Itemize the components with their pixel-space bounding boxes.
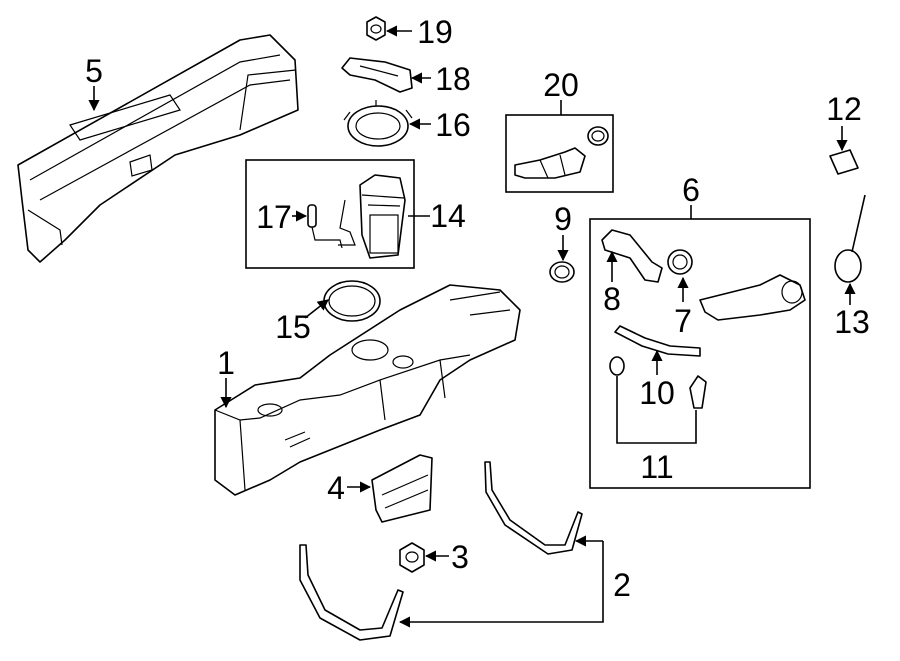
clamp-part-9 xyxy=(549,261,575,283)
fuel-door-part-13 xyxy=(834,194,866,283)
strap-part-2-upper xyxy=(484,461,583,555)
callout-19: 19 xyxy=(417,14,453,50)
hose-part-8 xyxy=(601,229,663,283)
shield-part-18 xyxy=(341,57,413,93)
callout-5: 5 xyxy=(85,53,103,89)
fuel-sender-part-17 xyxy=(307,204,343,249)
nut-part-3 xyxy=(399,542,425,573)
callout-2: 2 xyxy=(613,567,631,603)
callout-11: 11 xyxy=(640,449,673,485)
strap-part-2-lower xyxy=(299,544,404,641)
callout-9: 9 xyxy=(554,201,572,237)
bracket-part-12 xyxy=(829,149,859,175)
arrow-15 xyxy=(304,299,329,319)
leader-lines xyxy=(88,25,856,628)
arrow-2-lower xyxy=(398,541,604,628)
callout-labels: 1 2 3 4 5 6 7 8 9 10 11 12 13 14 15 16 1… xyxy=(85,14,870,603)
gasket-part-15 xyxy=(323,280,381,322)
vent-hose-part-10 xyxy=(614,325,701,357)
callout-18: 18 xyxy=(435,61,471,97)
bracket-part-4 xyxy=(371,454,433,523)
callout-4: 4 xyxy=(327,470,345,506)
fuel-tank-part-1 xyxy=(214,284,521,496)
skid-plate-part xyxy=(17,34,299,263)
clamp-part-7 xyxy=(667,249,693,275)
hose-box-20 xyxy=(505,114,614,193)
callout-10: 10 xyxy=(639,375,675,411)
lock-ring-part-16 xyxy=(343,100,413,147)
callout-15: 15 xyxy=(275,309,311,345)
callout-12: 12 xyxy=(826,91,862,127)
leader-11 xyxy=(616,376,697,444)
callout-17: 17 xyxy=(256,199,292,235)
callout-8: 8 xyxy=(603,281,621,317)
filler-pipe-box xyxy=(589,218,811,489)
callout-13: 13 xyxy=(834,304,870,340)
callout-7: 7 xyxy=(674,303,692,339)
callout-1: 1 xyxy=(217,345,235,381)
hose-part-20 xyxy=(514,126,609,179)
callout-20: 20 xyxy=(543,67,579,103)
callout-14: 14 xyxy=(430,198,466,234)
pump-module-box xyxy=(245,159,415,269)
fuel-pump-module xyxy=(338,174,406,259)
nut-part-19 xyxy=(366,16,386,41)
callout-16: 16 xyxy=(435,107,471,143)
callout-6: 6 xyxy=(682,172,700,208)
callout-3: 3 xyxy=(451,539,469,575)
seal-part-11 xyxy=(609,356,707,409)
filler-pipe-part-6 xyxy=(699,274,806,321)
